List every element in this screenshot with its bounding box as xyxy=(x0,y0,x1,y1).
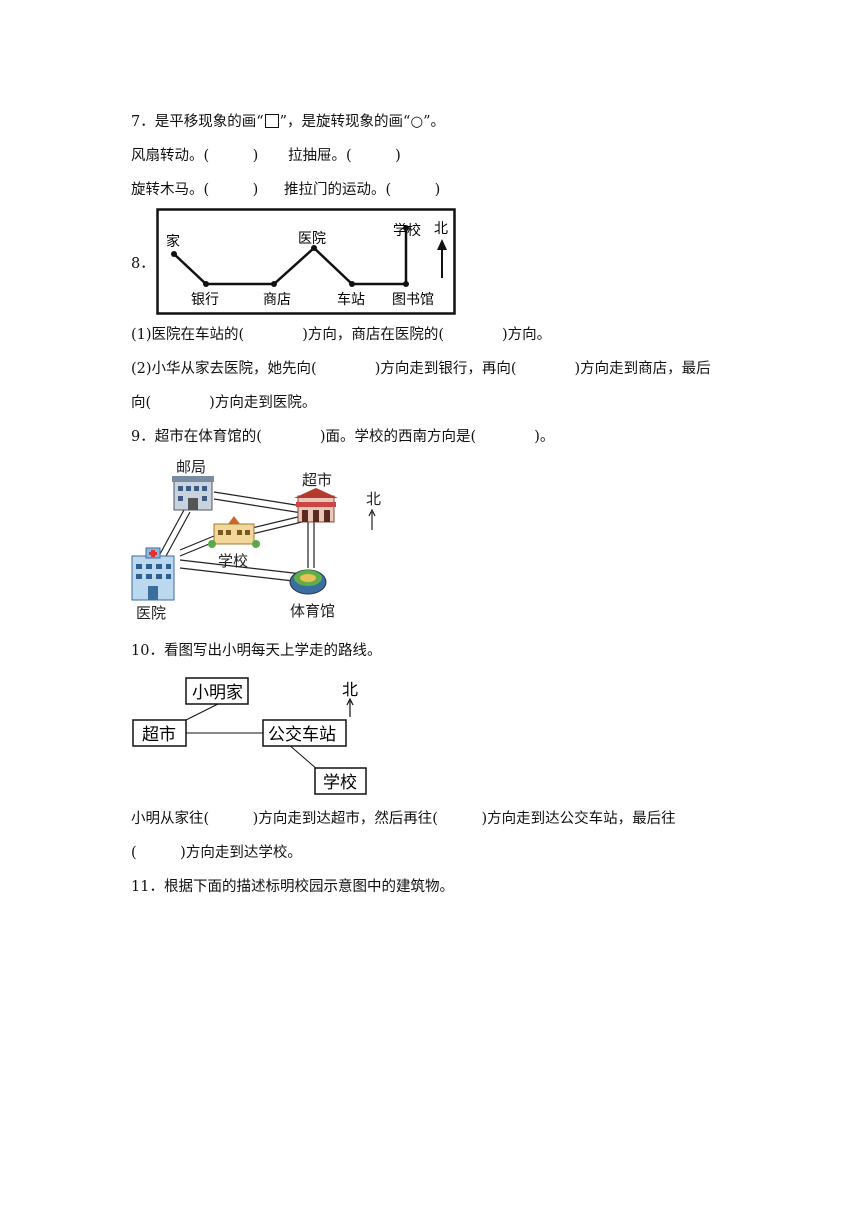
box-market xyxy=(132,719,187,747)
label-supermarket: 超市 xyxy=(302,471,332,489)
label-north: 北 xyxy=(342,680,358,699)
node-hospital xyxy=(311,245,317,251)
gym-icon xyxy=(289,569,327,595)
label-north: 北 xyxy=(366,490,381,508)
q8-part2-line1: (2)小华从家去医院，她先向( )方向走到银行，再向( )方向走到商店，最后 xyxy=(131,361,711,377)
route-line xyxy=(173,228,408,286)
label-shop: 商店 xyxy=(263,292,291,308)
label-home: 小明家 xyxy=(192,683,243,703)
supermarket-icon xyxy=(294,488,338,523)
q8-part2-line2: 向( )方向走到医院。 xyxy=(131,395,317,411)
node-shop xyxy=(271,281,277,287)
q9-stem: 9．超市在体育馆的( )面。学校的西南方向是( )。 xyxy=(131,429,555,445)
label-home: 家 xyxy=(166,233,180,250)
q7-item-fan: 风扇转动。( ) xyxy=(131,148,259,164)
label-school: 学校 xyxy=(393,222,421,239)
q10-stem: 10．看图写出小明每天上学走的路线。 xyxy=(131,643,382,659)
node-bank xyxy=(203,281,209,287)
q7-stem: 7．是平移现象的画“”，是旋转现象的画“○”。 xyxy=(131,114,446,130)
label-school: 学校 xyxy=(323,773,357,793)
q10-route-map: 小明家 超市 公交车站 学校 北 xyxy=(132,677,367,795)
label-station: 车站 xyxy=(337,291,365,308)
north-arrow-icon xyxy=(346,697,354,706)
q11-stem: 11．根据下面的描述标明校园示意图中的建筑物。 xyxy=(131,879,454,895)
label-library: 图书馆 xyxy=(392,292,434,308)
node-school xyxy=(403,225,409,231)
q8-part1: (1)医院在车站的( )方向，商店在医院的( )方向。 xyxy=(131,327,552,343)
q10-answer-line1: 小明从家往( )方向走到达超市，然后再往( )方向走到达公交车站，最后往 xyxy=(131,811,676,827)
label-market: 超市 xyxy=(142,725,176,745)
q10-answer-line2: ( )方向走到达学校。 xyxy=(131,845,302,861)
label-north: 北 xyxy=(434,221,448,237)
node-home xyxy=(171,251,177,257)
label-hospital: 医院 xyxy=(136,604,166,622)
box-home xyxy=(185,677,249,705)
label-bank: 银行 xyxy=(191,292,219,308)
map-frame xyxy=(156,208,456,315)
q7-item-drawer: 拉抽屉。( ) xyxy=(288,148,401,164)
q9-map: 邮局 超市 学校 医院 体育馆 北 xyxy=(131,458,381,622)
hospital-icon xyxy=(131,547,175,601)
label-hospital: 医院 xyxy=(298,231,326,247)
q7-item-sliding-door: 推拉门的运动。( ) xyxy=(284,182,441,198)
north-arrow-icon xyxy=(368,508,376,517)
q8-number: 8． xyxy=(131,256,155,272)
q7-item-carousel: 旋转木马。( ) xyxy=(131,182,259,198)
box-bus-station xyxy=(262,719,347,747)
node-library xyxy=(403,281,409,287)
north-arrow-icon xyxy=(437,239,447,250)
q8-route-map: 家 银行 商店 医院 车站 图书馆 学校 北 xyxy=(156,208,456,315)
label-bus-station: 公交车站 xyxy=(268,725,336,745)
school-icon xyxy=(208,516,260,548)
node-station xyxy=(349,281,355,287)
route-lines xyxy=(185,703,319,771)
box-school xyxy=(314,767,367,795)
square-icon xyxy=(264,114,279,128)
label-gym: 体育馆 xyxy=(290,602,335,620)
post-office-icon xyxy=(172,476,214,511)
label-school: 学校 xyxy=(218,552,248,570)
label-post: 邮局 xyxy=(176,458,206,476)
